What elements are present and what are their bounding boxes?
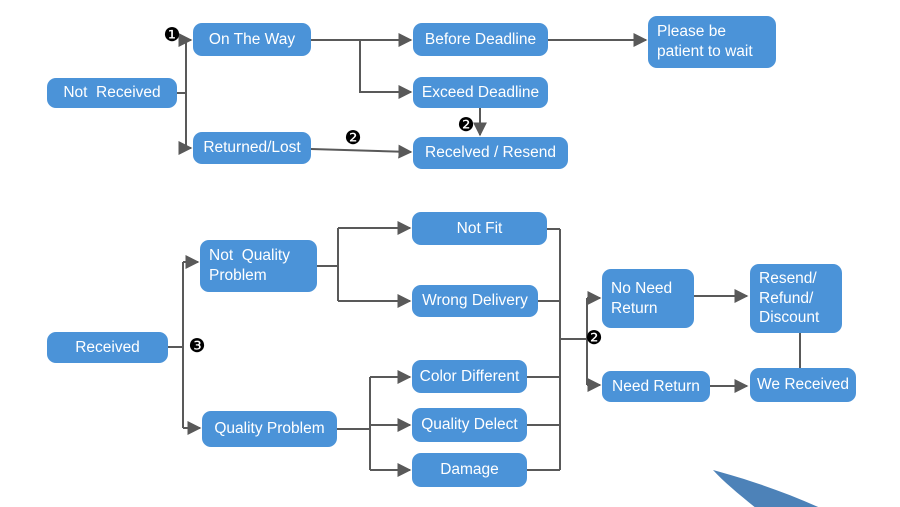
node-quality-problem: Quality Problem — [202, 411, 337, 447]
node-on-the-way: On The Way — [193, 23, 311, 56]
marker-step1-icon: ❶ — [163, 25, 181, 46]
node-returned-lost: Returned/Lost — [193, 132, 311, 164]
node-not-fit: Not Fit — [412, 212, 547, 245]
node-color-different: Color Different — [412, 360, 527, 393]
connector-quality-split — [337, 377, 371, 470]
node-received: Received — [47, 332, 168, 363]
node-not-received: Not Received — [47, 78, 177, 108]
node-please-wait: Please be patient to wait — [648, 16, 776, 68]
connector-notquality-split — [317, 228, 339, 301]
node-recelved-resend: Recelved / Resend — [413, 137, 568, 169]
connector-returnedlost-to-recelved — [310, 144, 413, 159]
connector-collector-split — [560, 298, 588, 385]
swoosh-decoration — [713, 470, 819, 507]
marker-step2-return-icon: ❷ — [585, 328, 603, 349]
node-not-quality-problem: Not Quality Problem — [200, 240, 317, 292]
connector-received-split — [168, 262, 184, 428]
connector-to-exceeddeadline — [359, 40, 413, 99]
connector-collector — [527, 228, 561, 471]
node-before-deadline: Before Deadline — [413, 23, 548, 56]
node-no-need-return: No Need Return — [602, 269, 694, 328]
marker-step2-exceed-icon: ❷ — [457, 115, 475, 136]
node-exceed-deadline: Exceed Deadline — [413, 77, 548, 108]
connector-notreceived-split — [177, 40, 187, 148]
marker-step2-returnedlost-icon: ❷ — [344, 128, 362, 149]
marker-step3-icon: ❸ — [188, 336, 206, 357]
node-need-return: Need Return — [602, 371, 710, 402]
node-damage: Damage — [412, 453, 527, 487]
node-we-received: We Received — [750, 368, 856, 402]
node-quality-delect: Quality Delect — [412, 408, 527, 442]
node-wrong-delivery: Wrong Delivery — [412, 285, 538, 317]
node-resend-refund-discount: Resend/ Refund/ Discount — [750, 264, 842, 333]
